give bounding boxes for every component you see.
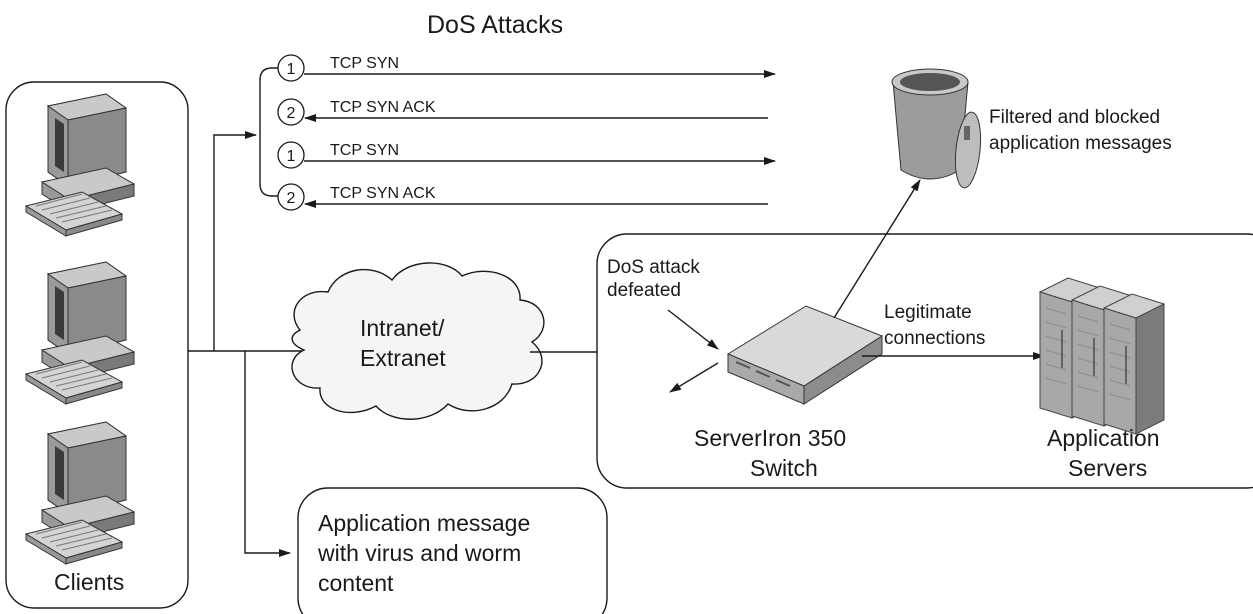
- handshake-row-4: 2 TCP SYN ACK: [277, 183, 768, 211]
- step-number: 1: [287, 61, 296, 78]
- step-circle: [277, 98, 305, 126]
- dos-branch-arrow: [213, 131, 257, 351]
- step-circle: [277, 183, 305, 211]
- cloud-label-line1: Intranet/: [360, 315, 445, 341]
- switch-label-line1: ServerIron 350: [694, 425, 846, 451]
- attack-out-arrow: [669, 362, 719, 393]
- legit-label-line2: connections: [884, 328, 985, 349]
- dos-defeated-line2: defeated: [607, 280, 681, 301]
- virus-branch-arrow: [244, 351, 291, 557]
- handshake-row-3: 1 TCP SYN: [277, 141, 776, 169]
- network-switch-icon: [726, 305, 884, 405]
- trash-can-icon: [891, 68, 982, 189]
- clients-label: Clients: [54, 569, 124, 595]
- step-number: 1: [287, 148, 296, 165]
- attack-in-arrow: [667, 309, 719, 350]
- protected-network-box: [596, 233, 1253, 489]
- servers-label-line2: Servers: [1068, 455, 1147, 481]
- trash-label-line2: application messages: [989, 133, 1172, 154]
- switch-label-line2: Switch: [750, 455, 818, 481]
- tcp-syn-label: TCP SYN: [330, 55, 399, 72]
- handshake-row-1: 1 TCP SYN: [277, 54, 776, 82]
- filtered-arrow: [833, 179, 921, 319]
- step-number: 2: [287, 105, 296, 122]
- virus-box-line3: content: [318, 570, 394, 596]
- tcp-syn-ack-label: TCP SYN ACK: [330, 185, 436, 202]
- dos-defeated-line1: DoS attack: [607, 257, 700, 278]
- cloud-icon: [291, 262, 545, 420]
- trash-label-line1: Filtered and blocked: [989, 107, 1160, 128]
- tcp-syn-ack-label: TCP SYN ACK: [330, 99, 436, 116]
- handshake-row-2: 2 TCP SYN ACK: [277, 98, 768, 126]
- step-circle: [277, 141, 305, 169]
- server-rack-icon: [1103, 293, 1165, 435]
- step-number: 2: [287, 190, 296, 207]
- handshake-bracket: [259, 67, 284, 197]
- virus-box-line2: with virus and worm: [317, 540, 521, 566]
- cloud-label-line2: Extranet: [360, 345, 446, 371]
- step-circle: [277, 54, 305, 82]
- servers-label-line1: Application: [1047, 425, 1160, 451]
- tcp-syn-label: TCP SYN: [330, 142, 399, 159]
- virus-box-line1: Application message: [318, 510, 530, 536]
- diagram-title: DoS Attacks: [427, 11, 563, 39]
- legit-label-line1: Legitimate: [884, 302, 972, 323]
- virus-message-box: [297, 487, 608, 614]
